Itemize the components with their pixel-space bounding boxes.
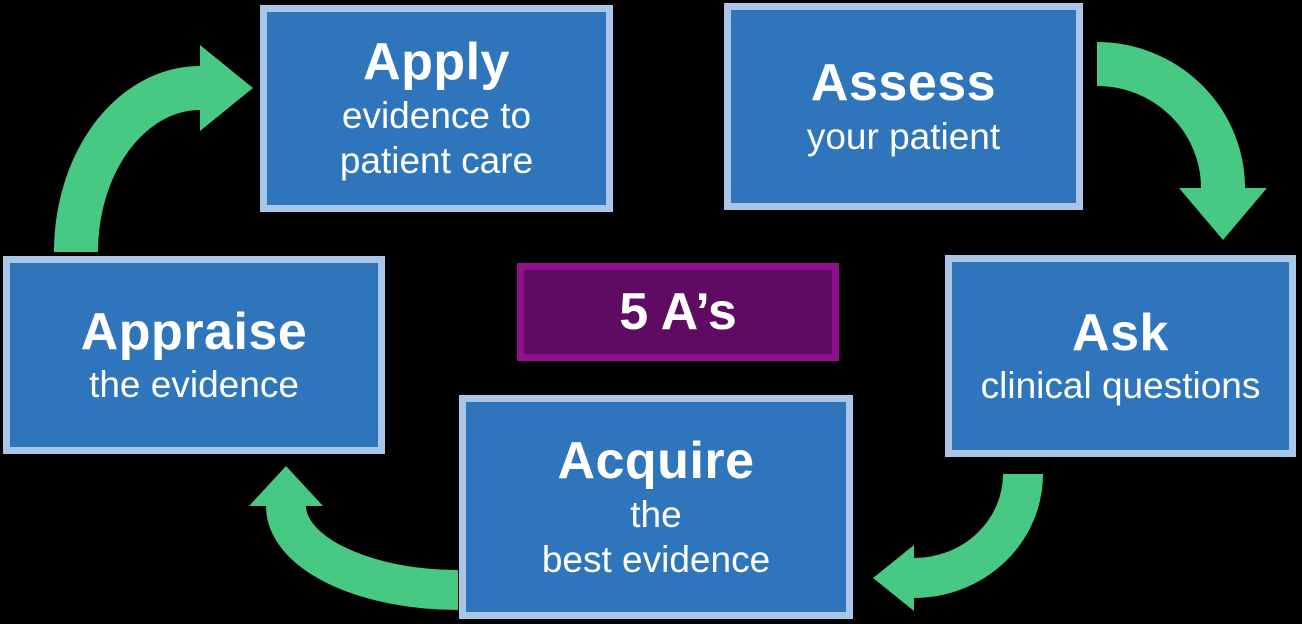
ask-step-subtitle-line1: clinical questions [980, 365, 1261, 407]
appraise-step-title: Appraise [80, 302, 308, 361]
assess-step-box: Assess your patient [724, 3, 1083, 210]
apply-step-box: Apply evidence to patient care [260, 5, 613, 212]
appraise-step-box: Appraise the evidence [3, 256, 385, 454]
arrow-appraise-to-apply-icon [54, 45, 253, 253]
acquire-step-subtitle-line1: the [630, 493, 682, 535]
ask-step-box: Ask clinical questions [945, 255, 1296, 457]
acquire-step-subtitle-line2: best evidence [541, 538, 771, 580]
assess-step-subtitle-line1: your patient [806, 115, 1001, 157]
assess-step-title: Assess [810, 54, 997, 113]
arrow-acquire-to-appraise-icon [249, 466, 459, 610]
apply-step-subtitle-line1: evidence to [341, 95, 532, 137]
acquire-step-box: Acquire the best evidence [459, 395, 853, 619]
acquire-step-title: Acquire [557, 431, 755, 490]
five-as-label: 5 A’s [619, 283, 737, 341]
apply-step-subtitle-line2: patient care [339, 140, 534, 182]
five-as-center-badge: 5 A’s [517, 263, 839, 361]
arrow-ask-to-acquire-icon [873, 473, 1043, 611]
arrow-assess-to-ask-icon [1096, 42, 1267, 240]
apply-step-title: Apply [363, 33, 510, 92]
appraise-step-subtitle-line1: the evidence [89, 364, 299, 406]
ask-step-title: Ask [1072, 303, 1169, 362]
